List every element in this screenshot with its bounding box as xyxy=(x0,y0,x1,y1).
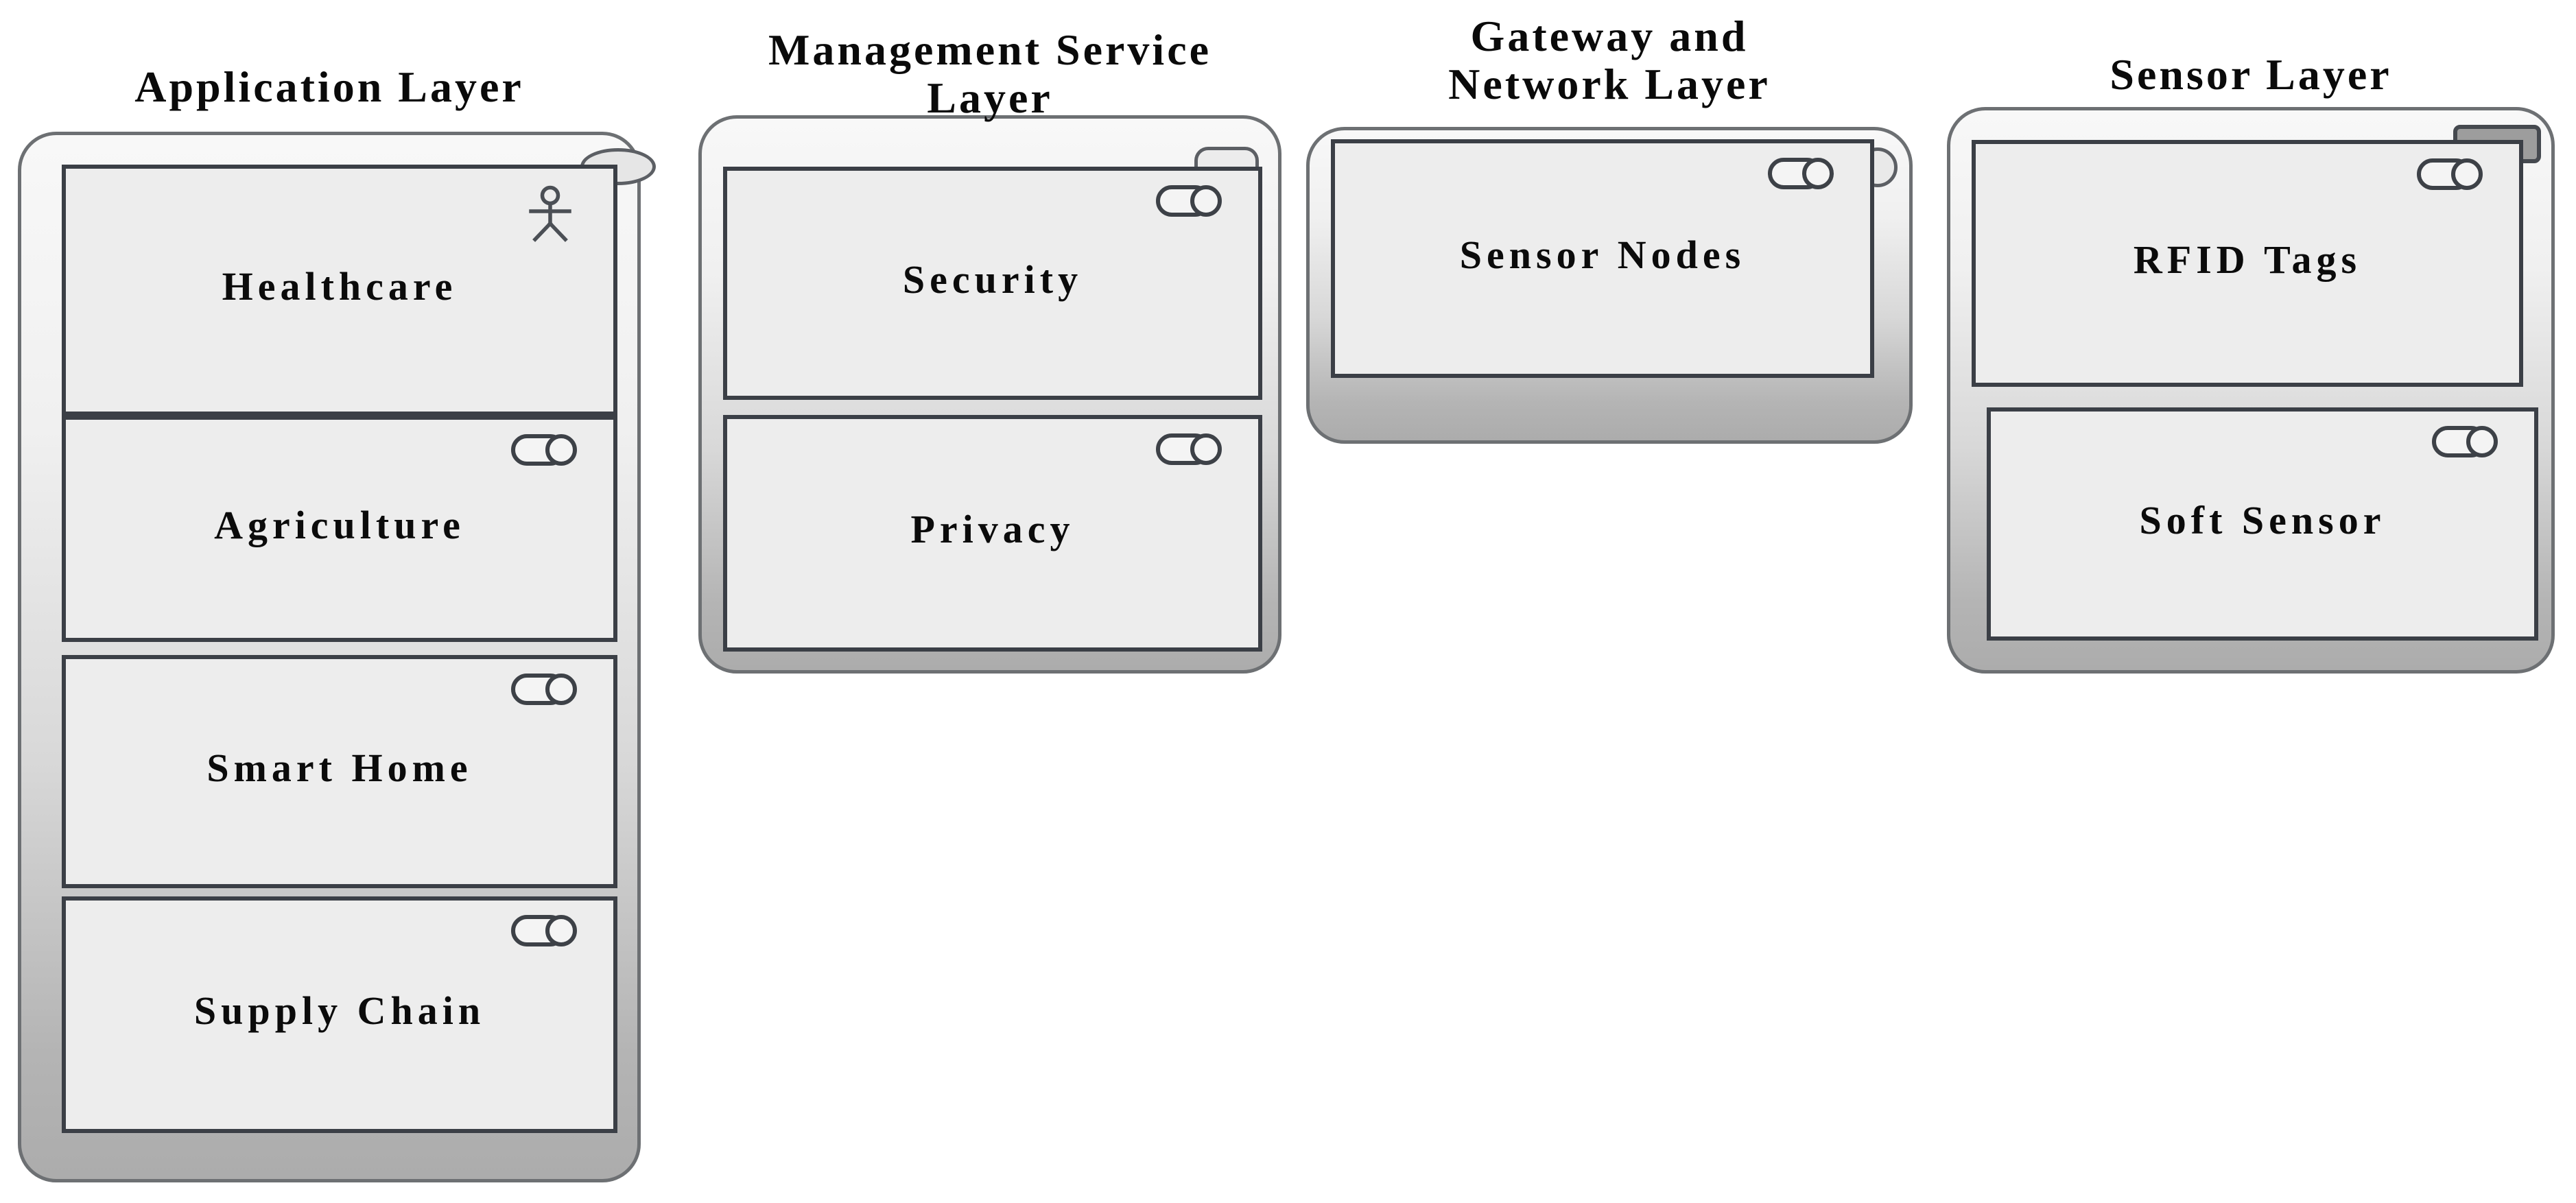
component-toggle-icon xyxy=(510,433,579,466)
component-box-supply-chain: Supply Chain xyxy=(62,896,617,1133)
component-toggle-icon xyxy=(2416,158,2485,191)
actor-icon xyxy=(525,185,575,243)
component-box-soft-sensor: Soft Sensor xyxy=(1987,407,2538,641)
component-label: Privacy xyxy=(910,507,1075,551)
component-label: Agriculture xyxy=(214,502,465,547)
gateway-network-layer-title: Gateway and Network Layer xyxy=(1448,12,1771,109)
component-label: RFID Tags xyxy=(2133,237,2362,282)
sensor-layer-title: Sensor Layer xyxy=(2110,50,2392,99)
component-toggle-icon xyxy=(510,914,579,947)
component-box-agriculture: Agriculture xyxy=(62,416,617,642)
component-label: Smart Home xyxy=(206,745,473,790)
application-layer-title: Application Layer xyxy=(134,62,524,111)
component-label: Soft Sensor xyxy=(2139,497,2386,543)
component-label: Sensor Nodes xyxy=(1459,232,1746,277)
management-service-layer-title: Management Service Layer xyxy=(768,25,1212,123)
component-label: Security xyxy=(902,257,1083,302)
component-toggle-icon xyxy=(1155,184,1224,217)
component-box-healthcare: Healthcare xyxy=(62,165,617,416)
component-toggle-icon xyxy=(2431,425,2500,458)
component-toggle-icon xyxy=(1155,433,1224,466)
component-box-sensor-nodes: Sensor Nodes xyxy=(1331,139,1874,378)
component-label: Healthcare xyxy=(222,263,458,309)
component-box-rfid-tags: RFID Tags xyxy=(1972,140,2523,387)
component-box-smart-home: Smart Home xyxy=(62,655,617,888)
component-toggle-icon xyxy=(510,673,579,706)
component-box-privacy: Privacy xyxy=(723,415,1262,652)
component-label: Supply Chain xyxy=(193,988,486,1033)
component-toggle-icon xyxy=(1767,157,1836,190)
component-box-security: Security xyxy=(723,167,1262,400)
